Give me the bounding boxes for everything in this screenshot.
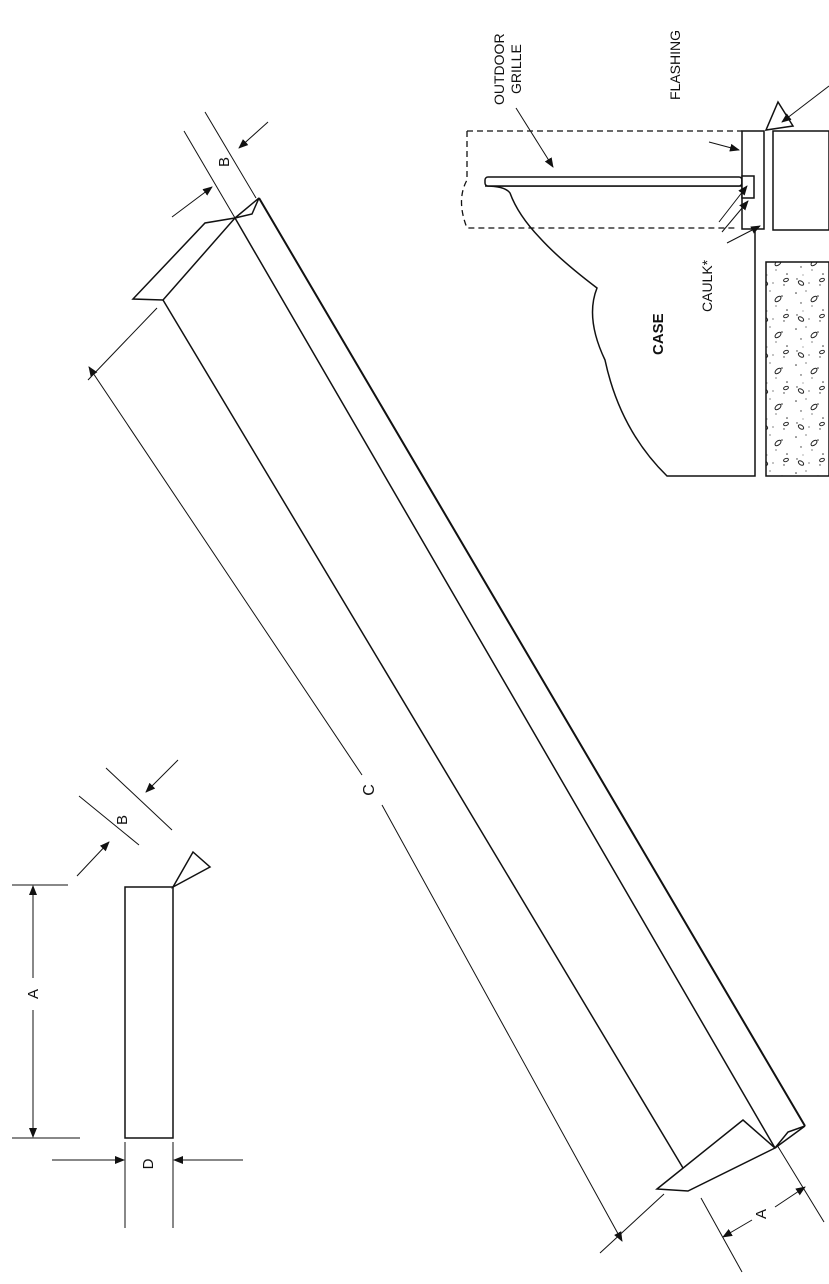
- label-dim-a-main: A: [753, 1209, 770, 1219]
- label-dim-c: C: [361, 784, 378, 796]
- flashing-cross-section: [125, 852, 210, 1138]
- label-dim-b-detail: B: [114, 815, 131, 825]
- label-caulk: CAULK*: [699, 259, 715, 312]
- label-case: CASE: [650, 313, 667, 355]
- installation-section: OUTDOOR GRILLE FLASHING CAULK* CASE: [462, 30, 829, 476]
- dimension-c: C: [88, 308, 664, 1253]
- dimension-d: D: [52, 1142, 243, 1228]
- label-outdoor-grille-line1: OUTDOOR: [491, 33, 507, 105]
- concrete-sill: [766, 262, 829, 476]
- dimension-b-detail: B: [77, 760, 178, 876]
- angle-flashing-main: [133, 198, 805, 1191]
- label-dim-d: D: [140, 1158, 157, 1169]
- label-dim-a-detail: A: [25, 989, 42, 999]
- dimension-a-detail: A: [12, 885, 80, 1138]
- label-outdoor-grille-line2: GRILLE: [508, 44, 524, 94]
- case-outline: [485, 186, 755, 476]
- label-flashing: FLASHING: [667, 30, 683, 100]
- label-dim-b-main: B: [216, 157, 233, 167]
